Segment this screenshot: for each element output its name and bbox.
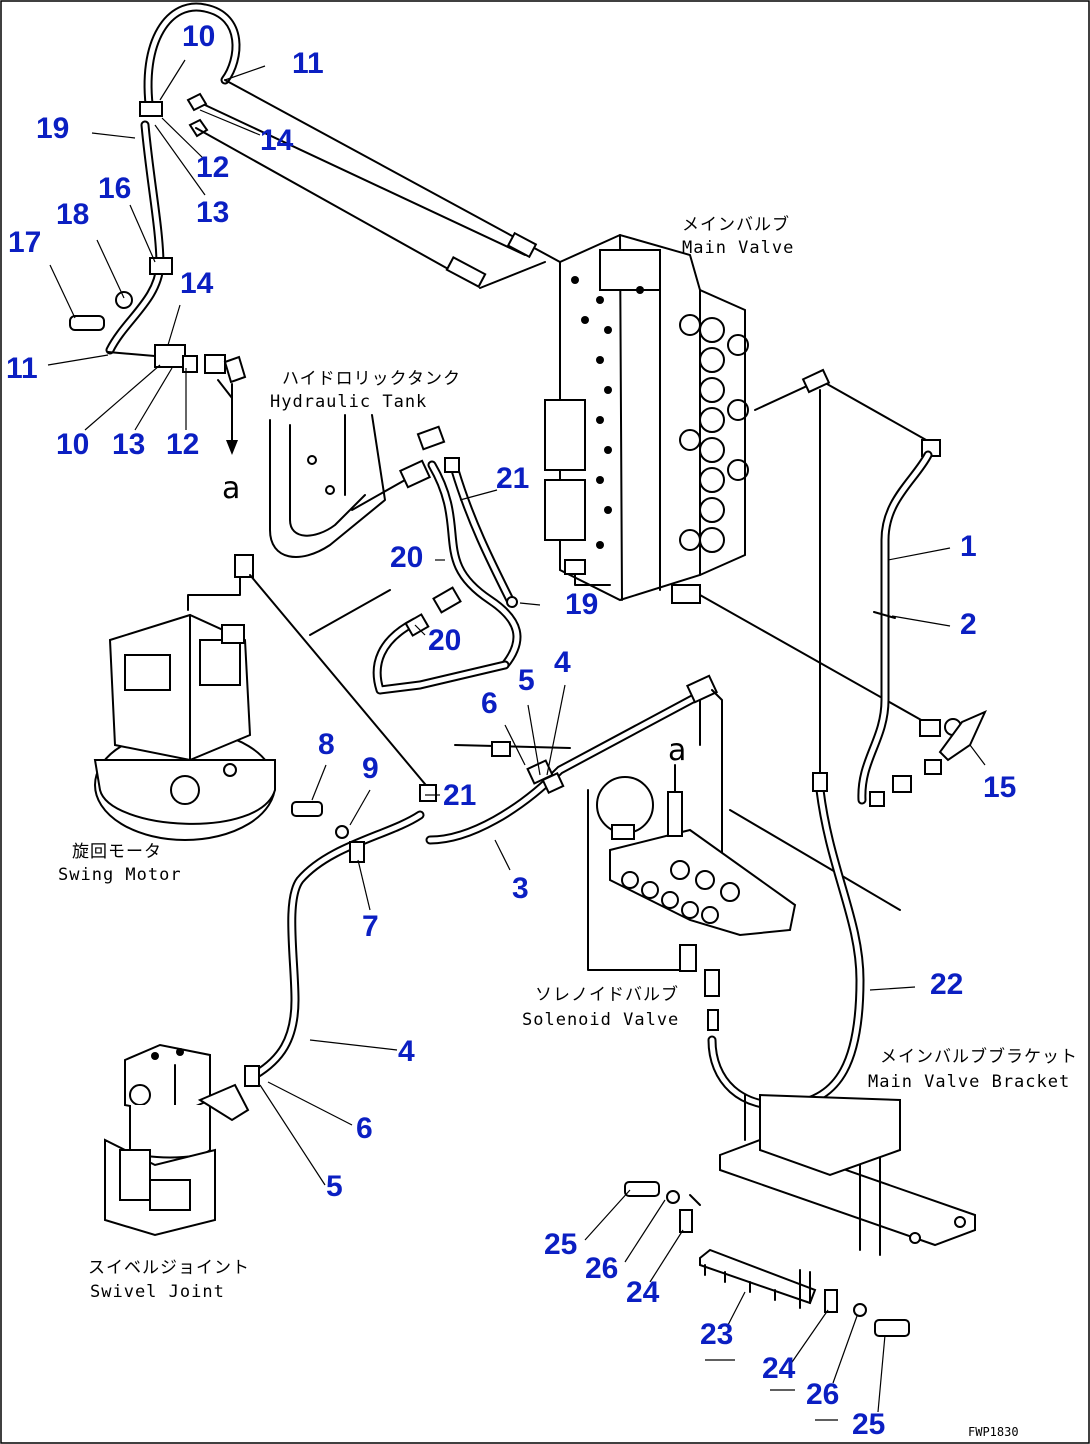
solenoid-valve-label: Solenoid Valve <box>522 1010 679 1030</box>
callout-number: 25 <box>544 1228 577 1261</box>
callout-number: 26 <box>585 1252 618 1285</box>
callout-number: 25 <box>852 1408 885 1441</box>
block-15 <box>869 710 987 807</box>
callout-number: 11 <box>6 352 38 385</box>
callout-number: 14 <box>260 124 294 157</box>
callout-number: 18 <box>56 198 89 231</box>
drawing-code: FWP1830 <box>968 1425 1019 1439</box>
swing-motor <box>93 554 276 841</box>
callout-number: 21 <box>496 462 529 495</box>
callout-number: 14 <box>180 267 214 300</box>
callout-number: 24 <box>762 1352 796 1385</box>
callout-number: 6 <box>356 1112 373 1145</box>
hydraulic-tank-jp-label: ハイドロリックタンク <box>282 369 461 389</box>
callout-number: 24 <box>626 1276 660 1309</box>
main-valve-bracket-jp-label: メインバルブブラケット <box>880 1046 1078 1067</box>
hose-1 <box>857 450 933 805</box>
main-valve-bracket <box>719 1093 976 1256</box>
callout-number: 6 <box>481 687 498 720</box>
connection-mark-a: a <box>668 733 686 768</box>
leader-lines <box>47 59 986 1421</box>
callout-number: 12 <box>196 151 229 184</box>
callout-number: 20 <box>390 541 423 574</box>
callout-number: 1 <box>960 530 977 563</box>
callout-number: 12 <box>166 428 199 461</box>
hose-22 <box>707 772 865 1111</box>
hydraulic-tank <box>269 414 432 558</box>
callout-number: 7 <box>362 910 379 943</box>
callout-number: 4 <box>398 1035 415 1068</box>
callout-number: 3 <box>512 872 529 905</box>
callout-number: 19 <box>565 588 598 621</box>
callout-number: 13 <box>196 196 229 229</box>
callout-number: 8 <box>318 728 335 761</box>
main-valve-jp-label: メインバルブ <box>682 214 790 235</box>
swing-motor-jp-label: 旋回モータ <box>72 842 162 862</box>
callout-number: 19 <box>36 112 69 145</box>
callout-number: 22 <box>930 968 963 1001</box>
callout-number: 21 <box>443 779 476 812</box>
callout-number: 5 <box>326 1170 343 1203</box>
main-valve-label: Main Valve <box>682 238 794 258</box>
callout-number: 10 <box>56 428 89 461</box>
callout-number: 20 <box>428 624 461 657</box>
callout-number: 5 <box>518 664 535 697</box>
swivel-joint-jp-label: スイベルジョイント <box>88 1258 250 1278</box>
hoses-20-21 <box>372 425 522 695</box>
swing-motor-label: Swing Motor <box>58 865 182 885</box>
plate-23-assembly <box>624 1181 910 1337</box>
swivel-joint-label: Swivel Joint <box>90 1282 225 1302</box>
hoses-3-4 <box>250 674 723 1080</box>
callout-number: 17 <box>8 226 41 259</box>
connection-mark-a: a <box>222 471 240 506</box>
callout-number: 15 <box>983 771 1016 804</box>
solenoid-valve-jp-label: ソレノイドバルブ <box>535 984 679 1005</box>
solenoid-valve <box>587 764 901 1031</box>
callout-number: 13 <box>112 428 145 461</box>
swivel-joint <box>104 1043 260 1237</box>
bolt-8-washer-9 <box>291 801 349 839</box>
callout-number: 16 <box>98 172 131 205</box>
callout-number: 2 <box>960 608 977 641</box>
callout-number: 9 <box>362 752 379 785</box>
callout-number: 26 <box>806 1378 839 1411</box>
upper-left-hose-assembly <box>69 2 247 455</box>
main-valve-bracket-label: Main Valve Bracket <box>868 1072 1070 1092</box>
callout-number: 10 <box>182 20 215 53</box>
callouts: 10 11 19 14 12 13 16 18 17 14 11 10 13 1… <box>6 20 1016 1441</box>
callout-number: 23 <box>700 1318 733 1351</box>
hydraulic-tank-label: Hydraulic Tank <box>270 392 427 412</box>
callout-number: 11 <box>292 47 324 80</box>
main-valve <box>544 233 749 604</box>
callout-number: 4 <box>554 646 571 679</box>
